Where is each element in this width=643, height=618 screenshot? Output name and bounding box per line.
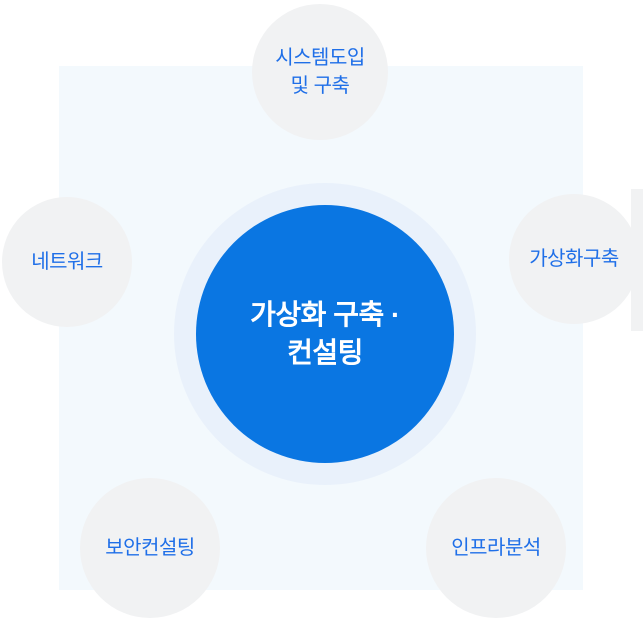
satellite-label: 보안컨설팅 — [105, 537, 195, 559]
satellite-label: 네트워크 — [31, 251, 103, 273]
center-label-line2: 컨설팅 — [287, 337, 363, 368]
satellite-label: 가상화구축 — [529, 248, 619, 270]
satellite-label-line2: 및 구축 — [290, 75, 350, 97]
satellite-label: 인프라분석 — [451, 537, 541, 559]
center-circle: 가상화 구축 · 컨설팅 — [196, 205, 454, 463]
satellite-circle-system-build: 시스템도입 및 구축 — [252, 4, 388, 140]
satellite-circle-network: 네트워크 — [2, 197, 132, 327]
center-label-line1: 가상화 구축 · — [250, 299, 400, 330]
satellite-circle-infra-analysis: 인프라분석 — [426, 478, 566, 618]
satellite-circle-virtualization-build: 가상화구축 — [509, 194, 639, 324]
partial-next-element — [631, 189, 643, 331]
satellite-circle-security-consulting: 보안컨설팅 — [80, 478, 220, 618]
satellite-label: 시스템도입 — [275, 47, 365, 69]
